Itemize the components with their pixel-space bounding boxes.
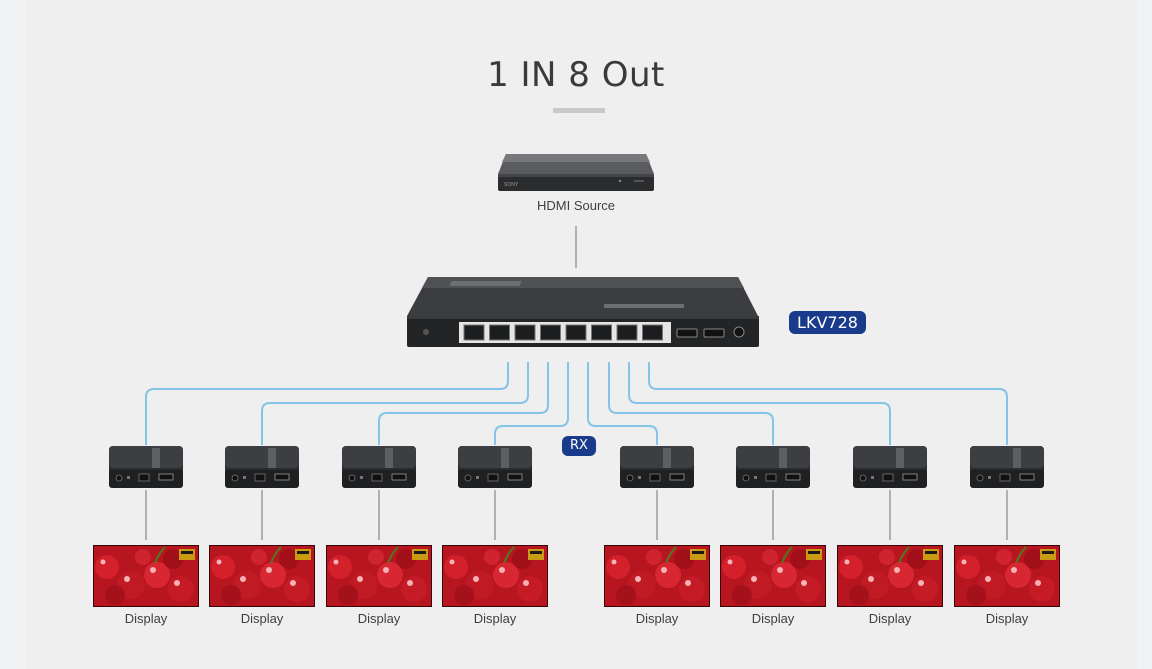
hdmi-splitter-lkv728 [407,277,759,347]
receiver-unit [620,446,694,488]
cable-out-5 [587,362,658,445]
rj45-port [540,324,561,341]
cable-out-3 [378,362,549,445]
receiver-unit [342,446,416,488]
cable-out-4 [494,362,569,445]
receiver-unit [853,446,927,488]
cable-out-1 [145,362,509,445]
display-screen [93,545,199,607]
cable-out-8 [648,362,1008,445]
cable-out-7 [628,362,891,445]
splitter-model-badge: LKV728 [789,311,866,334]
receiver-badge: RX [562,436,596,456]
display-screen [954,545,1060,607]
diagram-title: 1 IN 8 Out [487,55,665,95]
display-label: Display [635,611,679,626]
svg-text:SONY: SONY [504,182,519,188]
display-screen [326,545,432,607]
title-underline [553,108,605,113]
display-label: Display [240,611,284,626]
display-screen [442,545,548,607]
receiver-unit [225,446,299,488]
display-screen [720,545,826,607]
display-screen [209,545,315,607]
hdmi-source-label: HDMI Source [536,198,616,213]
rj45-port [616,324,638,341]
display-label: Display [985,611,1029,626]
display-screen [837,545,943,607]
cable-out-6 [608,362,774,445]
cable-out-2 [261,362,529,445]
display-label: Display [357,611,401,626]
rj45-port [514,324,536,341]
display-label: Display [868,611,912,626]
rj45-port [591,324,612,341]
display-screen [604,545,710,607]
rj45-port [642,324,663,341]
receiver-unit [736,446,810,488]
display-label: Display [473,611,517,626]
receiver-unit [970,446,1044,488]
rj45-port [463,324,485,341]
rj45-port [489,324,510,341]
receiver-unit [458,446,532,488]
receiver-unit [109,446,183,488]
display-label: Display [124,611,168,626]
rj45-port [565,324,587,341]
hdmi-source-player: SONY [498,154,654,191]
display-label: Display [751,611,795,626]
